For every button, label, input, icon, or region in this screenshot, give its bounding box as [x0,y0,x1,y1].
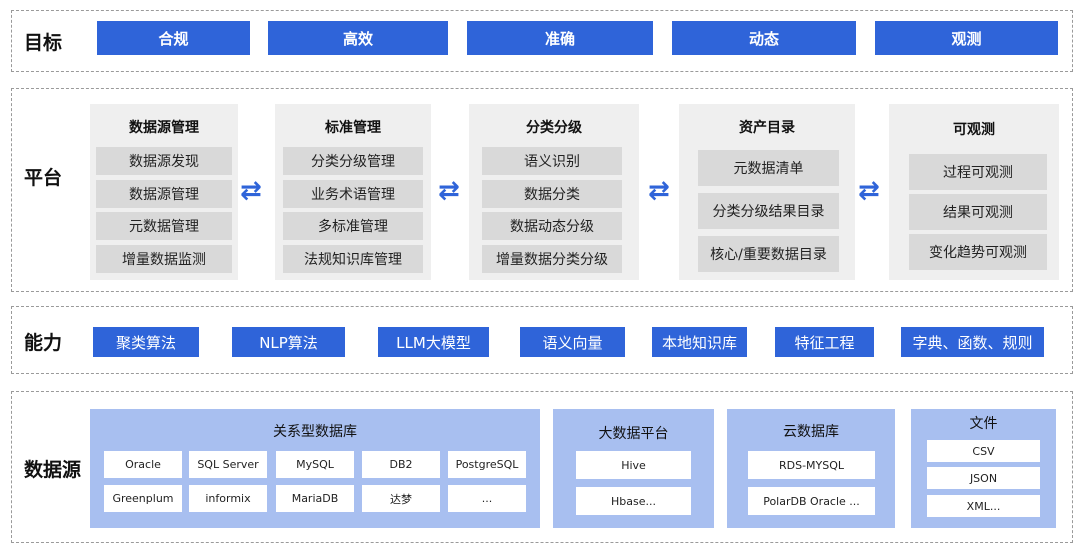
db-item: MariaDB [276,485,354,512]
bidirectional-arrow-icon: ⇄ [858,176,880,206]
panel-item: 元数据清单 [698,150,839,186]
panel-item: 结果可观测 [909,194,1047,230]
panel-item: 业务术语管理 [283,180,423,208]
platform-label: 平台 [24,167,63,189]
goals-label: 目标 [24,32,63,54]
bigdata-panel: 大数据平台 Hive Hbase... [553,409,714,528]
db-item: Hbase... [576,487,691,515]
db-item: RDS-MYSQL [748,451,875,479]
panel-item: 分类分级管理 [283,147,423,175]
db-item: SQL Server [189,451,267,478]
db-item: ... [448,485,526,512]
goal-efficiency: 高效 [268,21,448,55]
files-panel: 文件 CSV JSON XML... [911,409,1056,528]
goal-dynamic: 动态 [672,21,856,55]
goal-accuracy: 准确 [467,21,653,55]
db-item: XML... [927,495,1040,517]
capability-clustering: 聚类算法 [93,327,199,357]
db-item: PostgreSQL [448,451,526,478]
relational-db-panel: 关系型数据库 Oracle SQL Server MySQL DB2 Postg… [90,409,540,528]
panel-classification: 分类分级 语义识别 数据分类 数据动态分级 增量数据分类分级 [469,104,639,280]
capability-dict-func-rule: 字典、函数、规则 [901,327,1044,357]
bidirectional-arrow-icon: ⇄ [648,176,670,206]
panel-title: 分类分级 [526,120,582,136]
cloud-db-panel: 云数据库 RDS-MYSQL PolarDB Oracle ... [727,409,895,528]
panel-item: 核心/重要数据目录 [698,236,839,272]
bidirectional-arrow-icon: ⇄ [240,176,262,206]
db-item: Greenplum [104,485,182,512]
capability-nlp: NLP算法 [232,327,345,357]
platform-row [11,88,1073,292]
panel-title: 数据源管理 [129,120,199,136]
panel-item: 元数据管理 [96,212,232,240]
db-item: PolarDB Oracle ... [748,487,875,515]
db-item: JSON [927,467,1040,489]
panel-item: 数据分类 [482,180,622,208]
db-item: 达梦 [362,485,440,512]
db-item: informix [189,485,267,512]
panel-item: 数据动态分级 [482,212,622,240]
capability-row [11,306,1073,374]
datasource-label: 数据源 [24,459,82,481]
panel-item: 变化趋势可观测 [909,234,1047,270]
db-item: Hive [576,451,691,479]
panel-title: 资产目录 [739,120,795,136]
panel-item: 增量数据分类分级 [482,245,622,273]
panel-item: 数据源管理 [96,180,232,208]
db-item: Oracle [104,451,182,478]
panel-item: 分类分级结果目录 [698,193,839,229]
datasource-row [11,391,1073,543]
panel-title: 云数据库 [783,424,839,440]
panel-title: 文件 [969,416,998,432]
panel-title: 大数据平台 [598,426,669,442]
panel-item: 过程可观测 [909,154,1047,190]
panel-item: 法规知识库管理 [283,245,423,273]
panel-title: 关系型数据库 [273,424,357,440]
goal-observe: 观测 [875,21,1058,55]
goal-compliance: 合规 [97,21,250,55]
goals-row [11,10,1073,72]
capability-local-kb: 本地知识库 [652,327,747,357]
capability-label: 能力 [24,332,63,354]
panel-title: 标准管理 [325,120,381,136]
panel-standard-mgmt: 标准管理 分类分级管理 业务术语管理 多标准管理 法规知识库管理 [275,104,431,280]
panel-datasource-mgmt: 数据源管理 数据源发现 数据源管理 元数据管理 增量数据监测 [90,104,238,280]
panel-item: 多标准管理 [283,212,423,240]
capability-semantic-vector: 语义向量 [520,327,625,357]
panel-item: 语义识别 [482,147,622,175]
panel-observability: 可观测 过程可观测 结果可观测 变化趋势可观测 [889,104,1059,280]
db-item: CSV [927,440,1040,462]
db-item: MySQL [276,451,354,478]
capability-llm: LLM大模型 [378,327,489,357]
panel-asset-catalog: 资产目录 元数据清单 分类分级结果目录 核心/重要数据目录 [679,104,855,280]
panel-item: 数据源发现 [96,147,232,175]
panel-title: 可观测 [953,122,995,138]
capability-feature-eng: 特征工程 [775,327,874,357]
bidirectional-arrow-icon: ⇄ [438,176,460,206]
db-item: DB2 [362,451,440,478]
panel-item: 增量数据监测 [96,245,232,273]
